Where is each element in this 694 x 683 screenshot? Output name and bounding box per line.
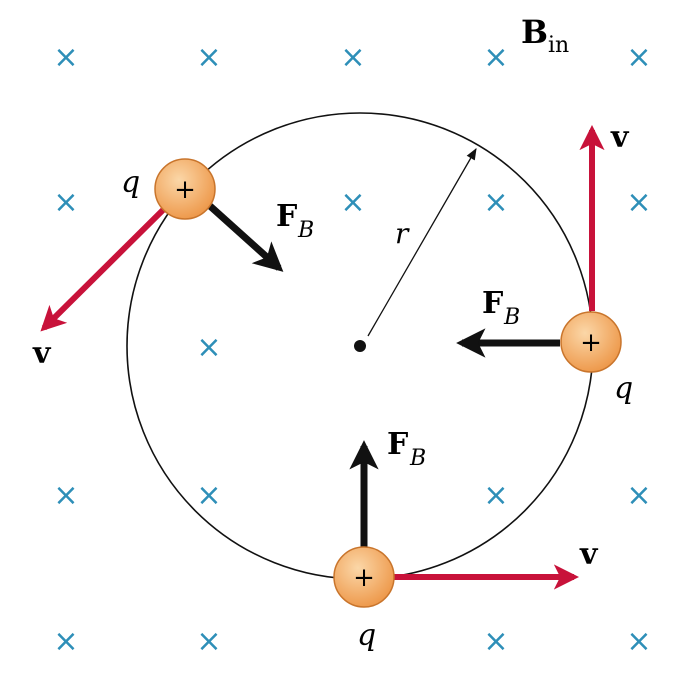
charge-sign: +: [174, 175, 196, 205]
charge-sign: +: [353, 563, 375, 593]
force-label-sub: B: [409, 446, 426, 471]
charge-particle: [560, 311, 622, 373]
charge-bottom: + q v F B: [333, 427, 599, 653]
velocity-label: v: [610, 120, 630, 155]
force-label-sub: B: [297, 218, 314, 243]
field-label: B in: [521, 13, 569, 58]
field-label-sub: in: [548, 33, 569, 58]
charge-top-left: + q v F B: [32, 158, 314, 371]
center-dot: [354, 340, 366, 352]
charge-right: + q v F B: [456, 120, 633, 406]
field-marker: ×: [53, 624, 78, 659]
field-marker: ×: [53, 478, 78, 513]
velocity-label: v: [579, 537, 599, 572]
field-marker: ×: [483, 624, 508, 659]
field-marker: ×: [196, 624, 221, 659]
velocity-label: v: [32, 336, 52, 371]
force-label-sub: B: [503, 305, 520, 330]
radius-arrow: [367, 147, 477, 337]
force-arrow: [207, 203, 284, 272]
field-marker: ×: [626, 624, 651, 659]
field-marker: ×: [196, 40, 221, 75]
field-marker: ×: [626, 478, 651, 513]
field-marker: ×: [626, 185, 651, 220]
field-marker: ×: [196, 330, 221, 365]
field-marker: ×: [53, 40, 78, 75]
field-marker: ×: [483, 40, 508, 75]
charge-sign: +: [580, 328, 602, 358]
force-label-main: F: [387, 427, 408, 462]
charge-label: q: [121, 165, 140, 200]
charge-particle: [333, 546, 395, 608]
charge-particle: [154, 158, 216, 220]
force-label-main: F: [482, 286, 503, 321]
field-markers: × × × × × × × × × × × × × × × × × ×: [53, 40, 651, 659]
charge-label: q: [357, 618, 376, 653]
radius-label: r: [395, 217, 410, 250]
field-marker: ×: [196, 478, 221, 513]
field-marker: ×: [626, 40, 651, 75]
force-label-main: F: [276, 199, 297, 234]
field-marker: ×: [53, 185, 78, 220]
field-label-main: B: [521, 13, 548, 51]
charge-label: q: [614, 371, 633, 406]
field-marker: ×: [340, 40, 365, 75]
field-marker: ×: [483, 185, 508, 220]
velocity-arrow: [40, 207, 166, 332]
field-marker: ×: [340, 185, 365, 220]
field-marker: ×: [483, 478, 508, 513]
